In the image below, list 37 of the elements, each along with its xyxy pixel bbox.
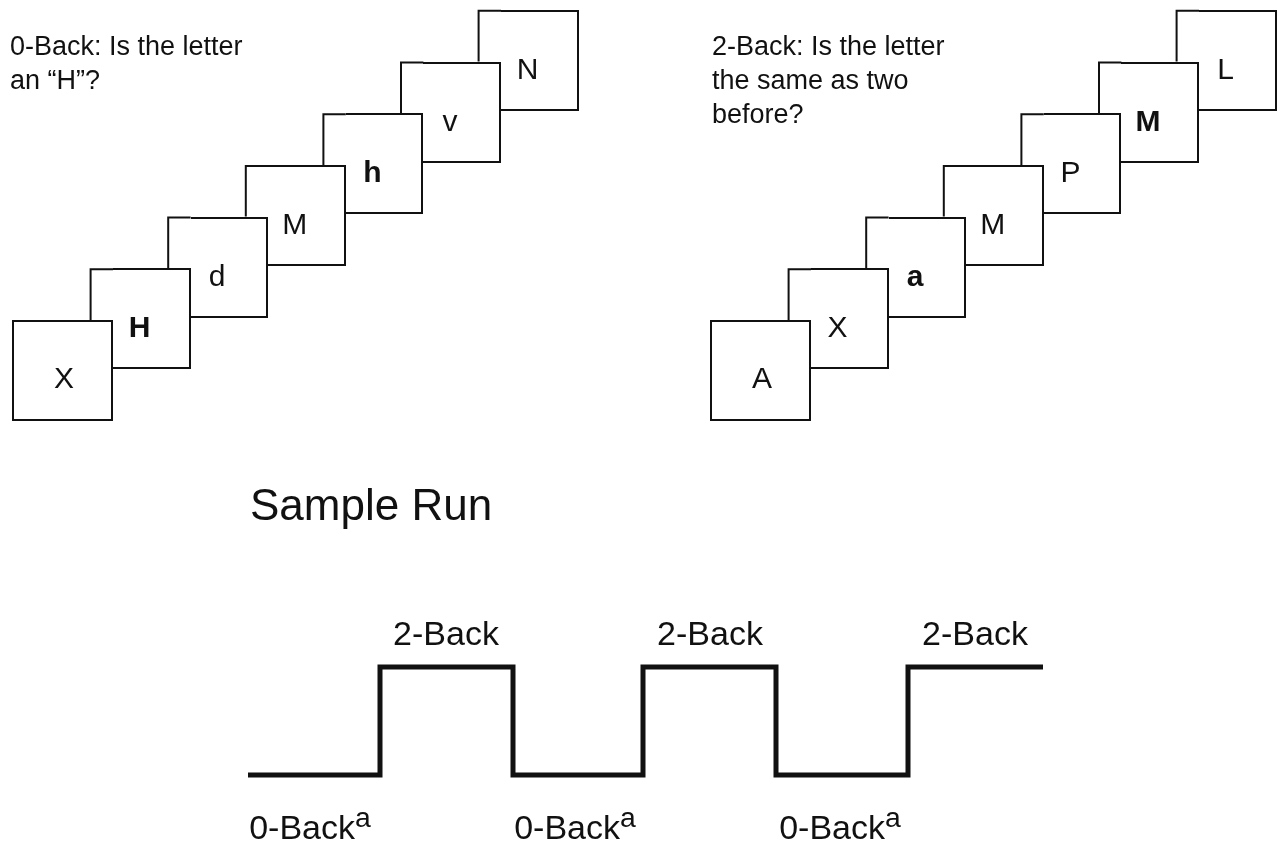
letter-card	[966, 164, 1044, 266]
stimulus-letter: M	[282, 208, 308, 239]
block-label: 2-Back	[657, 613, 763, 654]
block-label: 0-Back$^{a}$	[779, 800, 901, 842]
block-label: 2-Back	[393, 613, 499, 654]
letter-card	[501, 9, 579, 111]
task-instruction: 0-Back: Is the letter an “H”?	[10, 30, 244, 97]
stimulus-letter: X	[827, 312, 848, 343]
stimulus-letter: N	[516, 53, 539, 84]
task-instruction: 2-Back: Is the letter the same as two before?	[712, 30, 946, 131]
stimulus-letter: P	[1060, 157, 1081, 188]
block-label: 0-Back$^{a}$	[249, 800, 371, 842]
stimulus-letter: L	[1217, 53, 1234, 84]
stimulus-letter: A	[752, 363, 772, 393]
letter-card	[1121, 61, 1199, 163]
stimulus-letter: M	[1135, 105, 1161, 136]
stimulus-letter: v	[442, 105, 458, 136]
letter-card	[1043, 113, 1122, 215]
letter-card	[12, 320, 113, 421]
letter-card	[423, 61, 501, 163]
letter-card	[190, 216, 269, 318]
letter-card	[268, 164, 346, 266]
stimulus-letter: X	[54, 363, 74, 393]
letter-card	[888, 216, 967, 318]
block-label: 0-Back$^{a}$	[514, 800, 636, 842]
stimulus-letter: a	[906, 260, 924, 291]
letter-card	[345, 113, 424, 215]
stimulus-letter: d	[208, 260, 226, 291]
section-heading: Sample Run	[250, 480, 493, 530]
letter-card	[113, 268, 191, 370]
block-label: 2-Back	[922, 613, 1028, 654]
stimulus-letter: H	[128, 312, 151, 343]
letter-card	[710, 320, 811, 421]
stimulus-letter: M	[980, 208, 1006, 239]
stimulus-letter: h	[363, 157, 382, 188]
letter-card	[1199, 9, 1277, 111]
letter-card	[811, 268, 889, 370]
